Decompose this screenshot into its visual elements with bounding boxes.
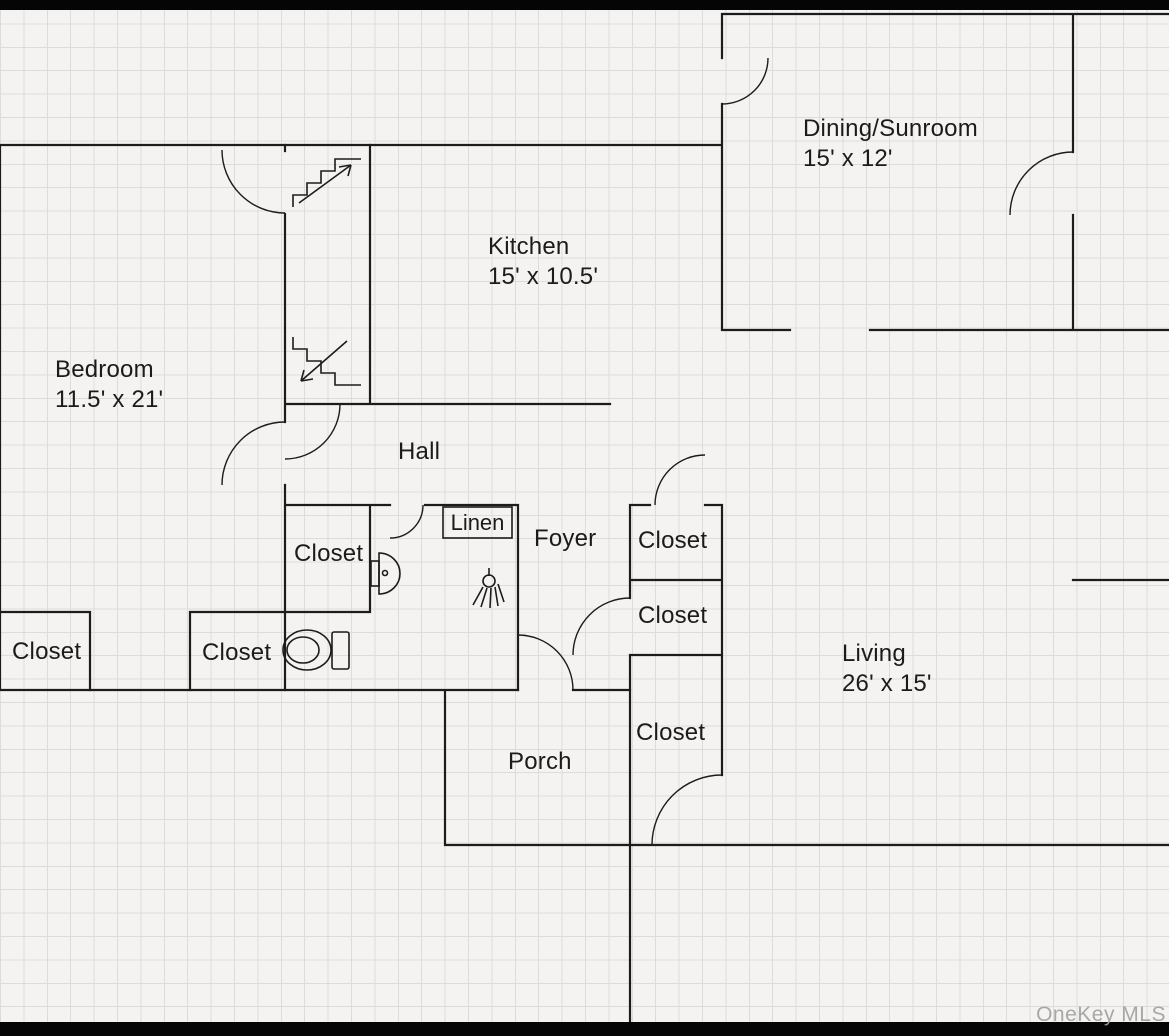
door-arc xyxy=(654,454,706,506)
room-name: Closet xyxy=(636,719,706,746)
interior-walls xyxy=(0,143,724,1024)
room-name: Closet xyxy=(638,527,708,554)
walls xyxy=(0,12,1169,1024)
door-arc xyxy=(517,634,574,691)
room-dims: 15' x 10.5' xyxy=(488,263,599,290)
room-name: Dining/Sunroom xyxy=(803,115,978,142)
room-label-closet-bedroom-left: Closet xyxy=(12,637,81,667)
room-label-bedroom: Bedroom 11.5' x 21' xyxy=(55,355,163,415)
door-arc xyxy=(1009,151,1074,216)
sink-icon xyxy=(370,552,401,595)
room-label-closet-bedroom-right: Closet xyxy=(202,638,271,668)
room-name: Closet xyxy=(638,602,708,629)
door-arcs xyxy=(221,57,1074,846)
room-label-hall: Hall xyxy=(398,437,440,467)
room-name: Foyer xyxy=(534,525,597,552)
door-arc xyxy=(221,149,286,214)
linen-box xyxy=(442,506,513,539)
door-arc xyxy=(721,57,769,105)
room-dims: 11.5' x 21' xyxy=(55,386,164,413)
room-label-closet-living: Closet xyxy=(636,718,705,748)
toilet-icon xyxy=(282,629,350,671)
room-label-closet-hall: Closet xyxy=(294,539,363,569)
shower-icon xyxy=(472,568,505,609)
room-name: Porch xyxy=(508,748,572,775)
stairs-down-icon xyxy=(292,337,361,386)
watermark: OneKey MLS xyxy=(1036,1003,1166,1026)
exterior-walls xyxy=(0,12,1169,847)
room-label-closet-foyer-top: Closet xyxy=(638,526,707,556)
room-name: Living xyxy=(842,640,906,667)
door-arc xyxy=(221,421,286,486)
room-name: Closet xyxy=(294,540,364,567)
room-label-kitchen: Kitchen 15' x 10.5' xyxy=(488,232,598,292)
room-dims: 26' x 15' xyxy=(842,670,932,697)
room-label-closet-foyer-middle: Closet xyxy=(638,601,707,631)
room-label-linen: Linen xyxy=(450,510,505,535)
room-label-dining: Dining/Sunroom 15' x 12' xyxy=(803,114,978,174)
top-black-bar xyxy=(0,0,1169,10)
room-name: Hall xyxy=(398,438,441,465)
room-name: Bedroom xyxy=(55,356,154,383)
room-dims: 15' x 12' xyxy=(803,145,893,172)
door-arc xyxy=(389,504,424,539)
room-name: Closet xyxy=(202,639,272,666)
door-arc xyxy=(284,403,341,460)
room-name: Closet xyxy=(12,638,82,665)
door-arc xyxy=(572,597,631,656)
room-label-living: Living 26' x 15' xyxy=(842,639,932,699)
room-label-porch: Porch xyxy=(508,747,572,777)
room-name: Kitchen xyxy=(488,233,570,260)
stairs-up-icon xyxy=(292,158,361,207)
bottom-black-bar xyxy=(0,1022,1169,1036)
door-arc xyxy=(651,774,723,846)
room-label-foyer: Foyer xyxy=(534,524,596,554)
